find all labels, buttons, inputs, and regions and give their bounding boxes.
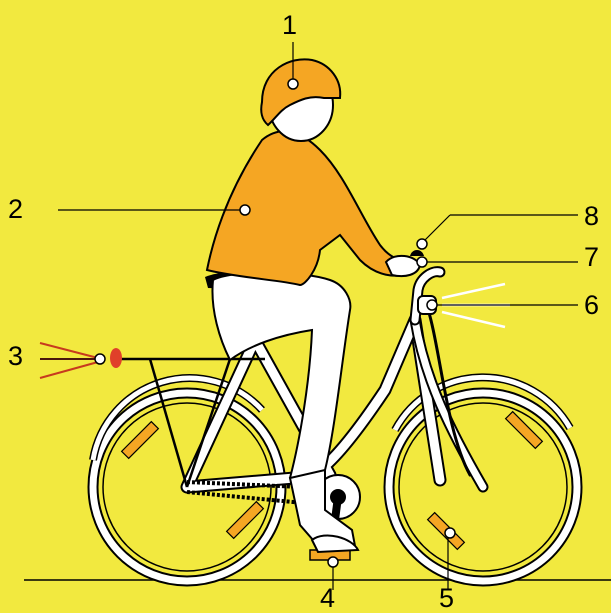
callout-number-8: 8 <box>584 203 599 230</box>
marker-6 <box>427 300 437 310</box>
marker-7 <box>417 257 427 267</box>
rear-light <box>40 343 122 378</box>
callout-number-6: 6 <box>584 292 599 319</box>
marker-2 <box>240 205 250 215</box>
rider-jacket <box>207 131 415 285</box>
marker-3 <box>95 354 105 364</box>
rider-hand <box>386 256 420 276</box>
callout-number-1: 1 <box>282 12 297 39</box>
bell <box>410 250 424 256</box>
callout-number-2: 2 <box>8 196 23 223</box>
marker-1 <box>288 79 298 89</box>
callout-number-4: 4 <box>320 585 335 612</box>
callout-number-5: 5 <box>439 585 454 612</box>
callout-number-7: 7 <box>584 244 599 271</box>
marker-4 <box>328 557 338 567</box>
callout-number-3: 3 <box>8 343 23 370</box>
marker-8 <box>417 239 427 249</box>
marker-5 <box>445 528 455 538</box>
